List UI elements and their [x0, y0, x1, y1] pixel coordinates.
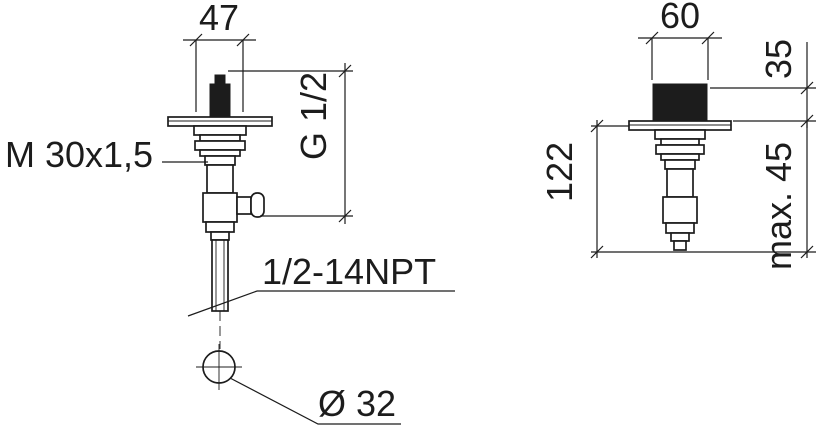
valve-body-block [662, 196, 698, 224]
fixture-outline [654, 129, 706, 140]
hole-circle [196, 344, 242, 390]
fixture-outline [655, 144, 705, 155]
front-view-fixture [167, 74, 273, 349]
dimension-35-label: 35 [758, 39, 799, 79]
pipe-thread-label: 1/2-14NPT [262, 251, 436, 292]
dimension-47: 47 [183, 0, 256, 112]
tick-mark [701, 31, 715, 45]
flange-plate [628, 120, 732, 131]
side-view-fixture [628, 83, 732, 251]
dimension-max-45: max. 45 [758, 121, 814, 270]
dimension-60: 60 [638, 0, 722, 80]
lock-nut [665, 222, 695, 234]
dimension-122-label: 122 [539, 142, 580, 202]
tick-mark [338, 209, 352, 223]
label-diameter-32: Ø 32 [229, 377, 401, 425]
fixture-outline [199, 134, 241, 142]
dimension-35: 35 [710, 39, 816, 128]
tick-mark [590, 119, 604, 133]
leader-line [229, 377, 401, 425]
fixture-outline [664, 159, 696, 170]
tick-mark [189, 33, 203, 47]
fixture-outline [660, 138, 700, 146]
tick-mark [800, 81, 814, 95]
tick-mark [236, 33, 250, 47]
bottom-stub [673, 240, 687, 251]
dimension-max45-label: max. 45 [758, 142, 799, 270]
side-view: 60 35 max. 45 122 [539, 0, 816, 270]
fixture-outline [193, 125, 247, 136]
dimension-60-label: 60 [660, 0, 700, 36]
inlet-pipe [211, 239, 229, 312]
tick-mark [590, 245, 604, 259]
fixture-outline [210, 231, 230, 241]
dimension-47-label: 47 [199, 0, 239, 38]
label-npt: 1/2-14NPT [187, 251, 455, 317]
hole-diameter-label: Ø 32 [318, 383, 396, 424]
fixture-outline [199, 149, 241, 157]
dimension-g-half: G 1/2 [228, 63, 353, 224]
fixture-outline [670, 232, 690, 242]
threaded-stem [209, 83, 231, 120]
front-view: 47 M 30x1,5 G 1/2 1/2-14NPT [5, 0, 455, 425]
body-thread-label: M 30x1,5 [5, 134, 153, 175]
side-outlet-cap [250, 192, 265, 218]
tick-mark [645, 31, 659, 45]
valve-stem [666, 168, 694, 198]
label-m30x15: M 30x1,5 [5, 134, 208, 175]
outlet-thread-label: G 1/2 [293, 72, 334, 160]
lock-nut [205, 221, 235, 233]
valve-body-block [202, 192, 238, 223]
side-outlet [236, 196, 252, 215]
fixture-outline [204, 155, 236, 166]
tick-mark [338, 64, 352, 78]
leader-line [187, 290, 258, 317]
fixture-outline [660, 153, 700, 161]
threaded-cap [652, 83, 708, 123]
dimension-122: 122 [539, 119, 816, 259]
fixture-outline [194, 140, 246, 151]
valve-body-upper [206, 164, 234, 194]
flange-plate [167, 116, 273, 127]
